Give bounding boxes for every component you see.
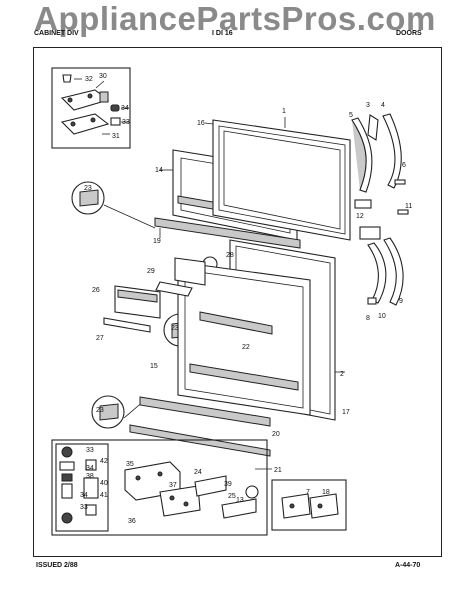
callout-2: 2 [340,371,344,378]
callout-41: 41 [100,492,108,499]
header-title: DOORS [396,30,422,37]
callout-36: 36 [128,518,136,525]
header-model-label: I DI 16 [212,30,233,37]
callout-34a: 34 [86,465,94,472]
bottom-trim-strips [129,396,272,470]
callout-32: 32 [85,76,93,83]
door-trim-strip [154,217,301,249]
callout-10: 10 [378,313,386,320]
callout-23a: 23 [84,185,92,192]
footer-issued: ISSUED 2/88 [36,562,78,569]
callout-19: 19 [153,238,161,245]
lower-hinge-inset [51,439,268,536]
callout-38: 38 [86,473,94,480]
callout-25: 25 [228,493,236,500]
callout-1: 1 [282,108,286,115]
callout-33b: 33 [80,504,88,511]
callout-28: 28 [226,252,234,259]
callout-22: 22 [242,344,250,351]
callout-18: 18 [322,489,330,496]
callout-15: 15 [150,363,158,370]
callout-9: 9 [399,298,403,305]
watermark: AppliancePartsPros.com [34,0,436,37]
callout-23b: 23 [171,325,179,332]
callout-31: 31 [112,133,120,140]
header-section-label: CABINET DIV [34,30,79,37]
hinge-inset [51,67,131,149]
callout-12: 12 [356,213,364,220]
callout-29: 29 [147,268,155,275]
diagram-frame [33,47,442,557]
fresh-food-door [174,239,345,421]
callout-34b: 34 [80,492,88,499]
callout-27: 27 [96,335,104,342]
callout-26: 26 [92,287,100,294]
callout-30: 30 [99,73,107,80]
callout-13: 13 [236,497,244,504]
callout-33a: 33 [86,447,94,454]
callout-39: 39 [224,481,232,488]
freezer-door-panel [204,117,351,241]
callout-33: 33 [122,119,130,126]
callout-24: 24 [194,469,202,476]
callout-6: 6 [402,162,406,169]
callout-11: 11 [405,203,412,210]
footer-code: A-44-70 [395,562,421,569]
callout-7: 7 [306,489,310,496]
callout-40: 40 [100,480,108,487]
callout-23c: 23 [96,407,104,414]
callout-3: 3 [366,102,370,109]
callout-20: 20 [272,431,280,438]
callout-42: 42 [100,458,108,465]
handle-assemblies [351,113,409,306]
callout-16: 16 [197,120,205,127]
door-stop-inset [271,479,347,531]
callout-14: 14 [155,167,163,174]
callout-labels: 32 30 34 33 31 1 16 14 5 3 4 6 11 12 23 … [80,73,412,525]
callout-4: 4 [381,102,385,109]
callout-5: 5 [349,112,353,119]
callout-35: 35 [126,461,134,468]
callout-37: 37 [169,482,177,489]
dairy-compartment [103,281,193,333]
callout-21: 21 [274,467,282,474]
callout-17: 17 [342,409,350,416]
callout-34: 34 [121,105,129,112]
callout-8: 8 [366,315,370,322]
